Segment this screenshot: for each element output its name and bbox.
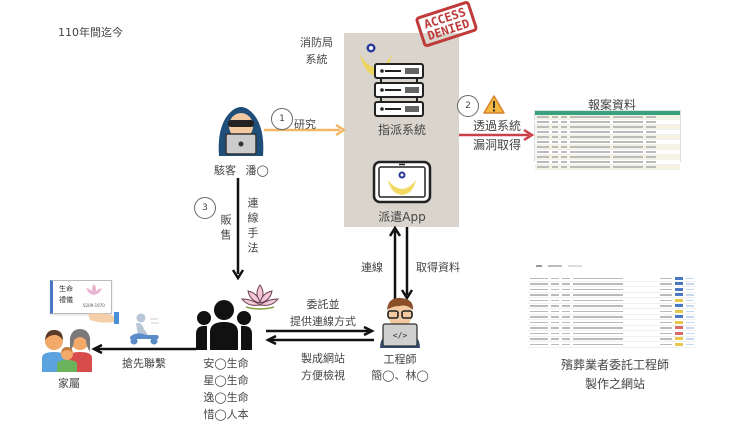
scooter-rider-icon — [130, 313, 159, 345]
family-label: 家屬 — [58, 377, 80, 390]
website-row — [528, 287, 696, 293]
case-data-row — [535, 120, 680, 125]
engineer-icon: </> — [380, 297, 420, 348]
website-row — [528, 320, 696, 326]
case-data-row — [535, 125, 680, 130]
family-icon — [42, 329, 92, 372]
commission-website-arrows — [265, 325, 375, 346]
case-data-row — [535, 140, 680, 145]
case-data-row — [535, 165, 680, 170]
website-row — [528, 331, 696, 337]
step3-badge: 3 — [194, 197, 216, 219]
case-data-row — [535, 115, 680, 120]
case-data-row — [535, 150, 680, 155]
website-row — [528, 337, 696, 342]
commission-label-line2: 提供連線方式 — [290, 315, 356, 328]
hacker-label: 駭客 潘◯ — [214, 162, 269, 178]
website-row — [528, 298, 696, 304]
step2-label-line2: 漏洞取得 — [473, 138, 522, 152]
group-people-icon — [196, 300, 252, 350]
funeral-company-item: 星◯生命 — [203, 374, 249, 387]
svg-text:</>: </> — [393, 331, 408, 340]
hand-icon — [88, 312, 119, 324]
website-caption: 殯葬業者委託工程師 製作之網站 — [540, 356, 690, 394]
fetch-data-label: 取得資料 — [416, 261, 460, 274]
warning-icon — [483, 95, 505, 114]
engineer-role: 工程師 — [383, 353, 417, 366]
step1-arrow — [264, 123, 347, 137]
website-row — [528, 304, 696, 309]
engineer-names: 簡◯、林◯ — [371, 369, 429, 382]
hacker-name: 潘◯ — [245, 164, 269, 177]
website-caption-line1: 殯葬業者委託工程師 — [560, 358, 669, 372]
website-label: 製成網站 方便檢視 — [278, 350, 368, 384]
fire-dept-label: 消防局 系統 — [300, 34, 333, 68]
step3-arrow — [231, 178, 245, 281]
card-lotus-icon — [86, 284, 102, 295]
step3-method-label: 連線手法 — [246, 197, 259, 257]
website-nav — [528, 262, 696, 270]
case-data-row — [535, 145, 680, 150]
tablet-icon — [372, 160, 432, 204]
website-row — [528, 342, 696, 348]
case-data-row — [535, 130, 680, 135]
fire-dept-label-line1: 消防局 — [300, 36, 333, 49]
step3-sell-label: 販售 — [219, 214, 232, 244]
case-data-row — [535, 155, 680, 160]
commission-label: 委託並 提供連線方式 — [278, 296, 368, 330]
website-screenshot — [528, 262, 696, 348]
contact-label: 搶先聯繫 — [122, 357, 166, 370]
dispatch-system-label: 指派系統 — [377, 123, 426, 137]
website-row — [528, 276, 696, 282]
website-row — [528, 293, 696, 298]
website-label-line2: 方便檢視 — [301, 369, 345, 382]
step1-label: 研究 — [294, 118, 316, 131]
funeral-company-item: 安◯生命 — [203, 357, 249, 370]
contact-arrow — [91, 343, 196, 355]
website-row — [528, 326, 696, 331]
connect-label: 連線 — [361, 261, 383, 274]
hacker-icon — [218, 107, 264, 156]
case-data-table-header — [535, 111, 680, 115]
funeral-company-list: 安◯生命 星◯生命 逸◯生命 惜◯人本 — [195, 355, 257, 423]
step2-label-line1: 透過系統 — [473, 119, 522, 133]
hacker-role: 駭客 — [214, 164, 236, 177]
step2-label: 透過系統 漏洞取得 — [473, 117, 521, 155]
dispatch-app-label: 派遣App — [378, 210, 426, 224]
lotus-icon — [240, 284, 280, 310]
website-row — [528, 309, 696, 315]
commission-label-line1: 委託並 — [306, 298, 340, 311]
app-connection-arrows — [388, 225, 414, 301]
business-card-line2: 禮儀 — [59, 296, 73, 304]
step2-arrow — [459, 128, 535, 142]
funeral-company-item: 逸◯生命 — [203, 391, 249, 404]
period-label: 110年間迄今 — [58, 26, 123, 39]
step2-badge: 2 — [457, 95, 479, 117]
case-data-table — [534, 110, 681, 170]
website-row — [528, 315, 696, 320]
case-data-title: 報案資料 — [587, 98, 636, 112]
fire-dept-label-line2: 系統 — [305, 53, 328, 66]
case-data-row — [535, 160, 680, 165]
business-card-line1: 生命 — [59, 285, 73, 293]
case-data-row — [535, 135, 680, 140]
website-caption-line2: 製作之網站 — [584, 377, 645, 391]
website-row — [528, 282, 696, 287]
funeral-company-item: 惜◯人本 — [203, 408, 249, 421]
business-card: 生命 禮儀 0209-1970 — [50, 280, 112, 314]
server-rack-icon — [374, 63, 424, 117]
step1-badge: 1 — [271, 108, 293, 130]
website-label-line1: 製成網站 — [301, 352, 345, 365]
business-card-phone: 0209-1970 — [83, 303, 105, 308]
